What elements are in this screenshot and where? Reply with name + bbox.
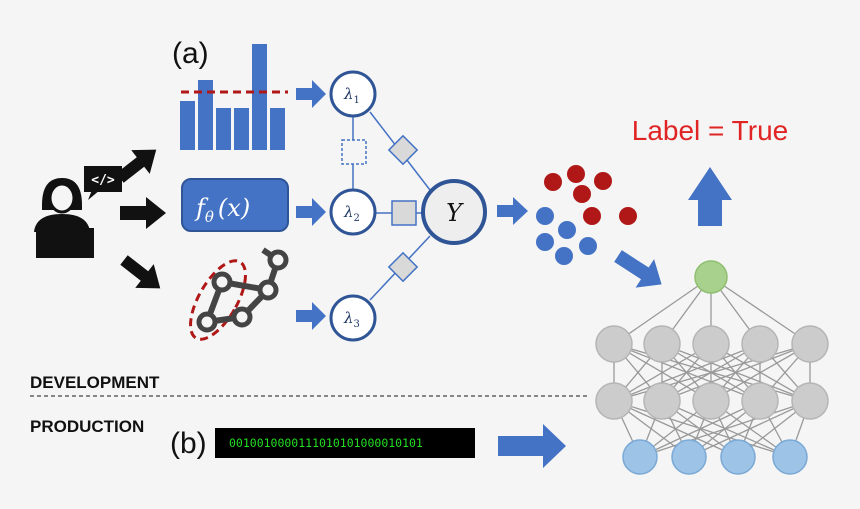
accuracy-factor-1 xyxy=(387,134,419,166)
binary-stream: 0010010000111010101000010101 xyxy=(229,436,423,450)
hidden-neuron-l2 xyxy=(692,382,730,420)
arrow-to-lambda2 xyxy=(296,198,326,226)
development-heading: DEVELOPMENT xyxy=(30,373,160,392)
svg-text:λ3: λ3 xyxy=(343,309,360,330)
nn-edge xyxy=(613,343,712,402)
data-stream-box xyxy=(215,428,475,458)
nn-edge xyxy=(688,400,811,458)
hidden-neuron-l2 xyxy=(643,382,681,420)
arrow-to-function xyxy=(120,197,166,229)
factor-graph: λ1 λ2 λ3 Y xyxy=(329,70,487,342)
dependency-factor xyxy=(341,139,367,165)
part-b-label: (b) xyxy=(170,427,207,460)
output-neuron xyxy=(694,260,728,294)
lf-arrows xyxy=(296,80,326,330)
nn-edge xyxy=(613,400,791,458)
lambda-node-1 xyxy=(329,70,377,118)
hidden-neuron-l1 xyxy=(692,325,730,363)
labeling-function-box: fθ(x) xyxy=(181,178,289,232)
part-a-label: (a) xyxy=(172,37,209,70)
nn-edge xyxy=(710,276,811,345)
graph-network-icon xyxy=(189,247,289,341)
y-node-label: Y xyxy=(446,199,464,227)
input-neuron xyxy=(671,439,707,475)
nn-edge xyxy=(710,343,811,402)
hidden-neuron-l1 xyxy=(643,325,681,363)
arrow-to-training-set xyxy=(497,197,528,225)
output-label: Label = True xyxy=(632,115,788,146)
svg-text:λ2: λ2 xyxy=(343,203,360,224)
arrow-to-model xyxy=(614,250,662,288)
accuracy-factor-3 xyxy=(387,251,419,283)
developer-arrows xyxy=(116,149,166,289)
arrow-stream-to-model xyxy=(498,424,566,468)
arrow-to-graph xyxy=(120,255,161,289)
hidden-neuron-l2 xyxy=(741,382,779,420)
nn-edge xyxy=(639,400,811,458)
accuracy-factor-2 xyxy=(391,200,417,226)
svg-text:λ1: λ1 xyxy=(343,85,360,106)
neural-network-icon xyxy=(595,260,829,475)
f-argument: (x) xyxy=(218,194,250,222)
hidden-neuron-l2 xyxy=(791,382,829,420)
nn-edge xyxy=(639,400,761,458)
svg-text:fθ(x): fθ(x) xyxy=(194,194,250,226)
code-glyph: </> xyxy=(91,173,115,188)
f-subscript: θ xyxy=(205,208,214,226)
lambda-node-3 xyxy=(329,294,377,342)
nn-edge xyxy=(613,276,712,345)
histogram-icon xyxy=(180,44,288,150)
arrow-to-histogram xyxy=(116,149,157,183)
hidden-neuron-l1 xyxy=(791,325,829,363)
hidden-neuron-l1 xyxy=(595,325,633,363)
developer-laptop-icon: </> xyxy=(34,166,122,258)
output-arrow-up xyxy=(688,167,732,226)
input-neuron xyxy=(720,439,756,475)
nn-edge xyxy=(661,343,811,402)
input-neuron xyxy=(772,439,808,475)
probabilistic-labels-points xyxy=(536,165,637,265)
input-neuron xyxy=(622,439,658,475)
hidden-neuron-l2 xyxy=(595,382,633,420)
nn-edge xyxy=(613,343,761,402)
production-heading: PRODUCTION xyxy=(30,417,144,436)
arrow-to-lambda1 xyxy=(296,80,326,108)
arrow-to-lambda3 xyxy=(296,302,326,330)
lambda-node-2 xyxy=(329,188,377,236)
true-label-node xyxy=(421,179,487,245)
hidden-neuron-l1 xyxy=(741,325,779,363)
